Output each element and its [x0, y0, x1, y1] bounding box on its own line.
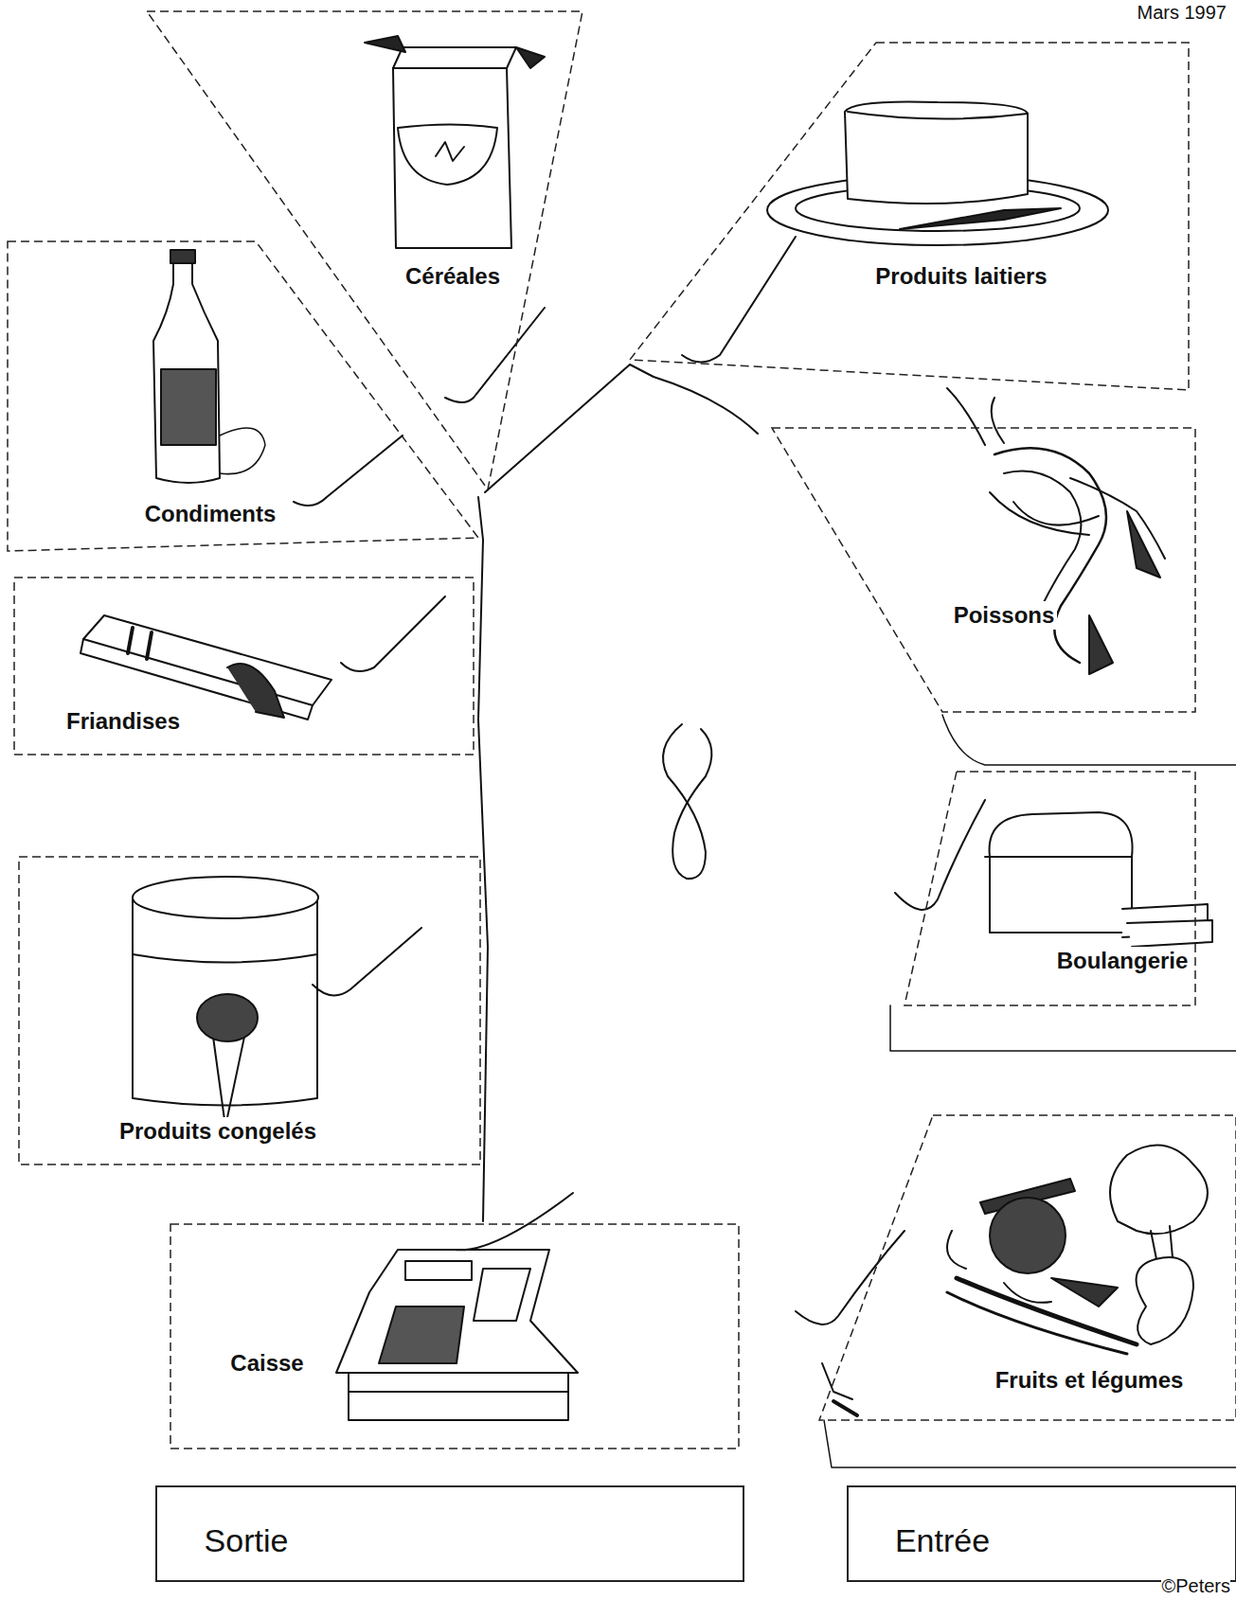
candy-section: Friandises — [14, 577, 474, 755]
produce-section: Fruits et légumes — [819, 1115, 1236, 1421]
section-outline — [146, 11, 583, 490]
section-label: Condiments — [142, 500, 280, 529]
section-outline — [170, 1224, 739, 1450]
frozen-section: Produits congelés — [18, 857, 481, 1165]
section-label: Céréales — [402, 262, 503, 291]
exit-band: Sortie — [156, 1486, 744, 1582]
section-label: Produits congelés — [116, 1117, 320, 1147]
section-label: Produits laitiers — [872, 262, 1050, 291]
bakery-section: Boulangerie — [904, 771, 1196, 1006]
section-label: Caisse — [227, 1349, 306, 1379]
section-label: Poissons — [950, 601, 1058, 630]
section-label: Fruits et légumes — [992, 1366, 1187, 1396]
section-outline — [629, 42, 1189, 394]
section-label: Boulangerie — [1054, 947, 1192, 976]
condiments-section: Condiments — [7, 241, 479, 555]
section-label: Sortie — [201, 1522, 292, 1561]
date-note: Mars 1997 — [1137, 1, 1228, 24]
fish-section: Poissons — [771, 428, 1196, 713]
section-label: Entrée — [892, 1522, 993, 1561]
checkout-section: Caisse — [170, 1224, 739, 1450]
copyright-note: ©Peters — [1161, 1576, 1231, 1598]
cereal-section: Céréales — [146, 11, 583, 490]
entrance-band: Entrée — [847, 1486, 1236, 1582]
section-outline — [771, 428, 1196, 713]
dairy-section: Produits laitiers — [629, 42, 1189, 394]
section-label: Friandises — [63, 707, 183, 736]
